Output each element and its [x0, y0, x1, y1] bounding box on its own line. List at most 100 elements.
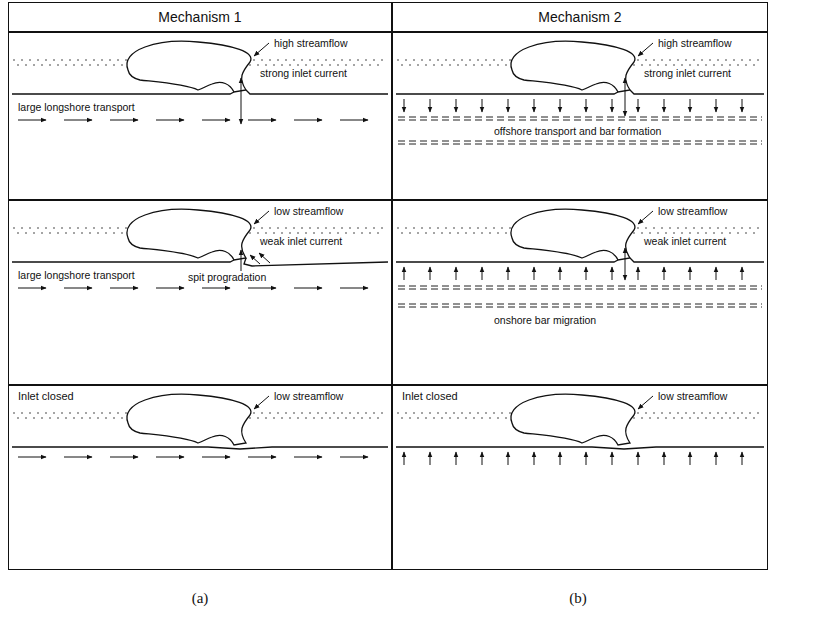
sand-dot	[669, 227, 671, 229]
sand-dot	[449, 64, 451, 66]
sand-dot	[309, 412, 311, 414]
sand-dot	[681, 232, 683, 234]
longshore-arrow	[340, 288, 368, 289]
annotation: large longshore transport	[17, 269, 136, 282]
sand-dot	[345, 417, 347, 419]
sand-dot	[321, 232, 323, 234]
sand-dot	[265, 64, 267, 66]
longshore-arrow	[202, 288, 230, 289]
sand-dot	[373, 59, 375, 61]
sand-dot	[489, 64, 491, 66]
sand-dot	[733, 59, 735, 61]
sand-dot	[317, 412, 319, 414]
sand-dot	[709, 227, 711, 229]
shoreline	[12, 92, 234, 94]
spit-arrow	[259, 253, 270, 263]
sand-dot	[413, 412, 415, 414]
sand-dot	[345, 232, 347, 234]
sand-dot	[349, 412, 351, 414]
sand-dot	[421, 227, 423, 229]
sand-dot	[633, 232, 635, 234]
sand-dot	[93, 59, 95, 61]
sand-dot	[705, 232, 707, 234]
sand-dot	[745, 232, 747, 234]
inlet-current-arrow	[625, 248, 626, 280]
sand-dot	[677, 59, 679, 61]
sand-dot	[429, 227, 431, 229]
annotation: low streamflow	[273, 205, 344, 218]
sand-dot	[477, 59, 479, 61]
sand-dot	[729, 64, 731, 66]
annotation: offshore transport and bar formation	[493, 125, 662, 138]
column-heading: Mechanism 2	[392, 2, 768, 32]
sand-dot	[61, 412, 63, 414]
sand-dot	[701, 227, 703, 229]
sand-dot	[101, 227, 103, 229]
sand-dot	[313, 232, 315, 234]
sand-dot	[657, 417, 659, 419]
sand-dot	[749, 412, 751, 414]
sand-dot	[405, 59, 407, 61]
offshore-arrow	[638, 99, 639, 112]
onshore-arrow	[690, 452, 691, 465]
sand-dot	[737, 417, 739, 419]
offshore-arrow	[742, 99, 743, 112]
onshore-arrow	[742, 267, 743, 280]
sand-dot	[433, 64, 435, 66]
sand-dot	[249, 64, 251, 66]
sand-dot	[417, 64, 419, 66]
sand-dot	[317, 227, 319, 229]
sand-dot	[305, 64, 307, 66]
sand-dot	[121, 64, 123, 66]
sand-dot	[273, 64, 275, 66]
sand-dot	[277, 59, 279, 61]
sand-dot	[409, 64, 411, 66]
sand-dot	[297, 64, 299, 66]
lagoon-outline	[511, 209, 635, 260]
sand-dot	[501, 227, 503, 229]
sand-dot	[13, 227, 15, 229]
offshore-arrow	[456, 99, 457, 112]
longshore-arrow	[156, 120, 184, 121]
sand-dot	[689, 232, 691, 234]
sand-dot	[645, 412, 647, 414]
sand-dot	[373, 412, 375, 414]
panel-illustration	[12, 41, 388, 124]
sand-dot	[253, 227, 255, 229]
annotation: Inlet closed	[17, 390, 75, 403]
sand-dot	[17, 417, 19, 419]
sand-dot	[457, 232, 459, 234]
sand-dot	[125, 412, 127, 414]
sand-dot	[301, 412, 303, 414]
sand-dot	[357, 59, 359, 61]
longshore-arrow	[202, 457, 230, 458]
sand-dot	[113, 417, 115, 419]
onshore-arrow	[456, 267, 457, 280]
leader-arrow	[638, 396, 653, 409]
sand-dot	[437, 59, 439, 61]
leader-arrow	[254, 43, 269, 56]
sand-dot	[681, 417, 683, 419]
sand-dot	[721, 417, 723, 419]
sand-dot	[97, 232, 99, 234]
sand-dot	[437, 412, 439, 414]
sand-dot	[425, 417, 427, 419]
sand-dot	[105, 417, 107, 419]
panel-illustration	[396, 209, 764, 307]
leader-arrow	[254, 396, 269, 409]
sand-dot	[657, 232, 659, 234]
sand-dot	[637, 227, 639, 229]
sand-dot	[473, 417, 475, 419]
sand-dot	[641, 417, 643, 419]
sand-dot	[337, 232, 339, 234]
sand-dot	[417, 417, 419, 419]
bar-line	[398, 286, 762, 287]
sand-dot	[353, 64, 355, 66]
sand-dot	[705, 64, 707, 66]
sand-dot	[125, 59, 127, 61]
sand-dot	[465, 64, 467, 66]
sand-dot	[109, 227, 111, 229]
sand-dot	[41, 64, 43, 66]
sand-dot	[421, 412, 423, 414]
sand-dot	[353, 232, 355, 234]
